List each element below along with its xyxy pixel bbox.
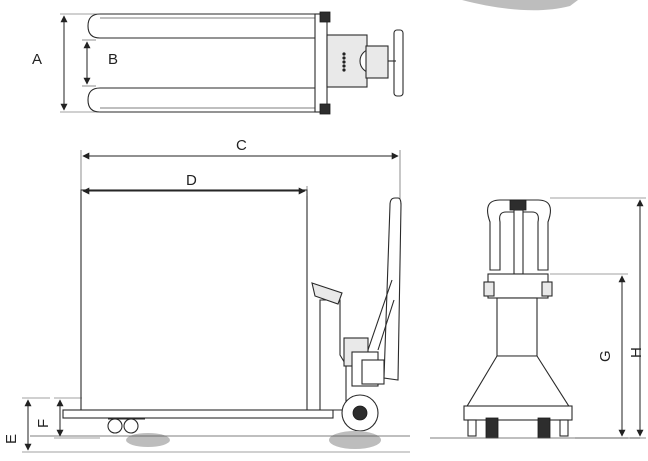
label-G: G [597,350,614,362]
label-H: H [628,347,645,358]
dimension-G: G [550,273,628,439]
label-D: D [186,172,197,189]
front-view [430,199,640,439]
dimension-B: B [82,39,118,87]
label-C: C [236,137,247,154]
side-view [30,189,410,449]
label-E: E [3,434,20,444]
dimension-A: A [32,13,100,113]
dimension-E: E [3,397,410,453]
label-A: A [32,51,42,68]
dimension-C: C [80,137,401,200]
label-F: F [35,419,52,428]
decorative-swoosh [462,0,578,11]
dimension-F: F [35,397,100,439]
dimension-D: D [82,172,308,196]
top-view [87,11,404,115]
label-B: B [108,51,118,68]
dimension-H: H [550,197,646,439]
display-dots [342,52,346,72]
